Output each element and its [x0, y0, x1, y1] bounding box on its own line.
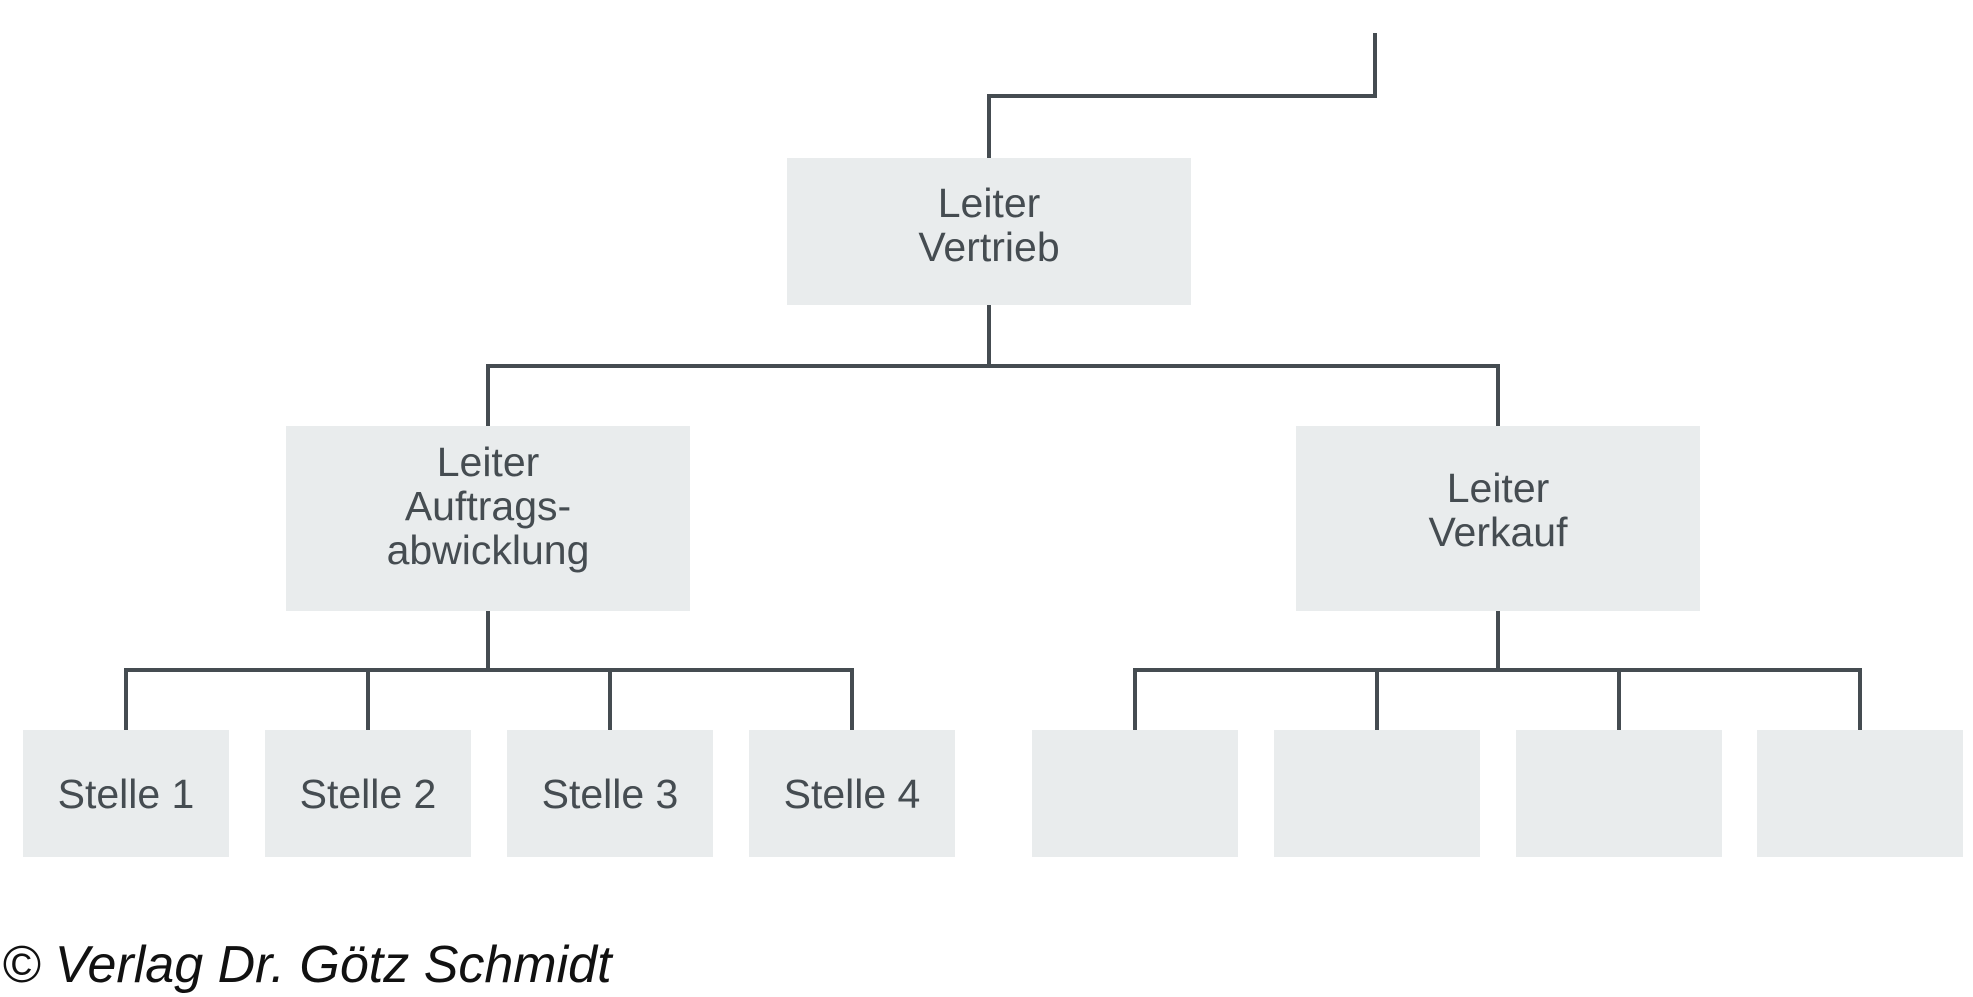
node-label: Stelle 1 — [58, 771, 195, 817]
node-label-line: Stelle 3 — [542, 771, 679, 817]
node-box — [265, 730, 471, 857]
node-verkauf-stelle-a — [1032, 730, 1238, 857]
node-box — [787, 158, 1191, 305]
node-box — [1032, 730, 1238, 857]
node-box — [23, 730, 229, 857]
node-label-line: Leiter — [1447, 465, 1550, 511]
node-box — [749, 730, 955, 857]
node-stelle-3: Stelle 3 — [507, 730, 713, 857]
node-label: Stelle 3 — [542, 771, 679, 817]
node-label: Stelle 4 — [784, 771, 921, 817]
node-label-line: Leiter — [437, 439, 540, 485]
node-verkauf-stelle-b — [1274, 730, 1480, 857]
node-box — [1757, 730, 1963, 857]
node-box — [1274, 730, 1480, 857]
node-label-line: Stelle 4 — [784, 771, 921, 817]
node-label-line: Stelle 2 — [300, 771, 437, 817]
node-label-line: Verkauf — [1428, 509, 1568, 555]
node-label-line: Vertrieb — [918, 224, 1059, 270]
node-label: Stelle 2 — [300, 771, 437, 817]
node-stelle-2: Stelle 2 — [265, 730, 471, 857]
node-label-line: Stelle 1 — [58, 771, 195, 817]
node-box — [1516, 730, 1722, 857]
node-verkauf-stelle-c — [1516, 730, 1722, 857]
copyright-notice: © Verlag Dr. Götz Schmidt — [2, 936, 612, 994]
node-label-line: Auftrags- — [405, 483, 571, 529]
node-box — [1296, 426, 1700, 611]
connector-to-superior — [987, 33, 1377, 160]
connector-lines — [124, 33, 1862, 732]
node-label-line: abwicklung — [387, 527, 590, 573]
node-box — [286, 426, 690, 611]
node-box — [507, 730, 713, 857]
node-stelle-1: Stelle 1 — [23, 730, 229, 857]
node-label-line: Leiter — [938, 180, 1041, 226]
node-verkauf-stelle-d — [1757, 730, 1963, 857]
node-stelle-4: Stelle 4 — [749, 730, 955, 857]
